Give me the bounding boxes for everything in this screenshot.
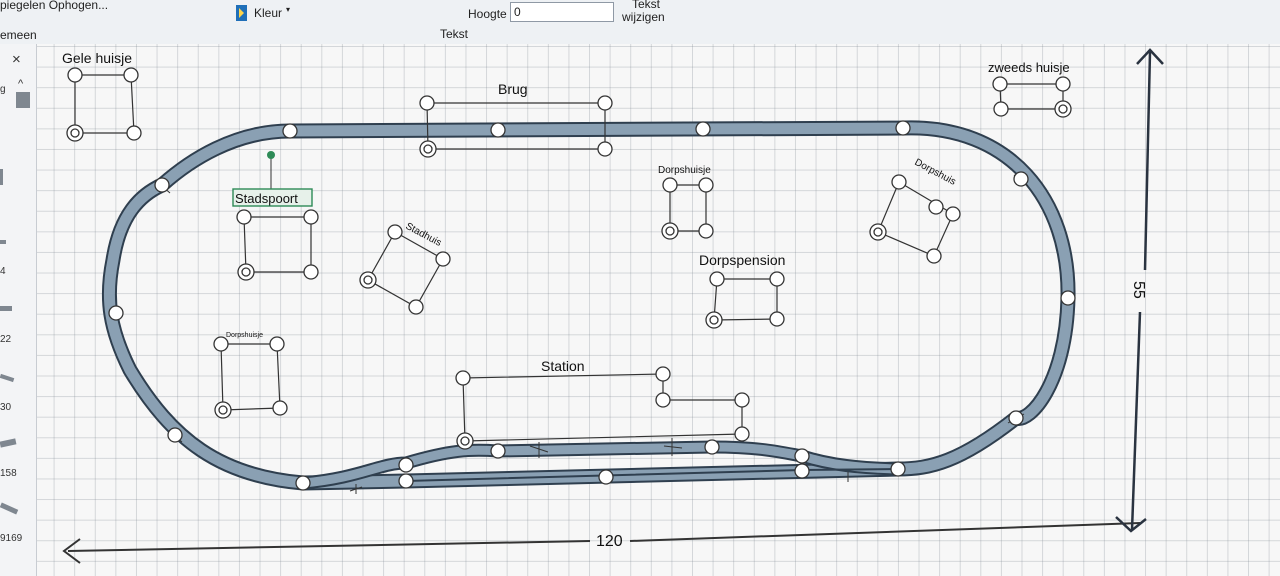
dorpshuisje-left-outline <box>220 343 281 411</box>
label-dorpshuis[interactable]: Dorpshuis <box>913 157 958 188</box>
dorpspension-outline <box>713 278 778 321</box>
track-rail <box>103 122 1074 489</box>
shape-thumbnail[interactable] <box>0 240 6 244</box>
ribbon-section-label: emeen <box>0 28 37 42</box>
color-fill-icon <box>236 5 247 21</box>
dorpshuisje-top-outline <box>669 184 707 232</box>
close-icon[interactable]: × <box>12 51 21 68</box>
shape-thumbnail[interactable] <box>0 306 12 311</box>
panel-label: 158 <box>0 468 17 479</box>
label-station[interactable]: Station <box>541 358 585 374</box>
shapes-side-panel: × ^ g 4 22 30 158 9169 <box>0 44 37 576</box>
panel-label: 30 <box>0 402 12 413</box>
dimension-width[interactable]: 120 <box>62 522 1141 564</box>
scrollbar-thumb[interactable] <box>16 92 30 108</box>
track-outer-loop[interactable] <box>101 120 1076 491</box>
label-stadspoort[interactable]: Stadspoort <box>235 191 298 206</box>
label-zweeds-huisje[interactable]: zweeds huisje <box>988 60 1070 75</box>
color-button[interactable]: Kleur <box>254 6 283 20</box>
dorpshuis-outline <box>877 181 954 257</box>
zweeds-huisje-outline <box>999 83 1064 110</box>
edit-text-button-line2[interactable]: wijzigen <box>622 10 665 24</box>
label-dorpspension[interactable]: Dorpspension <box>699 252 785 268</box>
gele-huisje-outline <box>74 74 135 134</box>
label-stadhuis[interactable]: Stadhuis <box>404 221 444 249</box>
dimension-height-label[interactable]: 55 <box>1130 281 1147 299</box>
stadspoort-selection-box[interactable] <box>232 188 313 207</box>
label-dorpshuisje-left[interactable]: Dorpshuisje <box>226 332 263 339</box>
height-input[interactable] <box>510 2 614 22</box>
edit-text-button-line1[interactable]: Tekst <box>632 0 661 11</box>
stadspoort-outline <box>243 216 312 273</box>
ribbon-toolbar: piegelen Ophogen... Kleur ▾ Hoogte Tekst… <box>0 0 1280 45</box>
panel-label: 22 <box>0 334 12 345</box>
text-section-label: Tekst <box>440 27 469 41</box>
label-dorpshuisje-top[interactable]: Dorpshuisje <box>658 165 711 176</box>
dimension-height[interactable]: 55 <box>1115 48 1164 533</box>
track-points[interactable] <box>108 120 1076 491</box>
ribbon-group-text[interactable]: piegelen Ophogen... <box>0 0 109 12</box>
station-outline <box>462 373 743 442</box>
chevron-down-icon[interactable]: ▾ <box>286 5 291 14</box>
panel-label: 4 <box>0 266 6 277</box>
dimension-width-label[interactable]: 120 <box>596 533 623 550</box>
track-outline <box>101 120 1076 491</box>
building-labels: Gele huisje Brug zweeds huisje Stadspoor… <box>62 50 1070 374</box>
shape-thumbnail[interactable] <box>0 169 3 185</box>
scroll-up-icon[interactable]: ^ <box>18 78 24 90</box>
panel-label: g <box>0 84 6 95</box>
rotation-handle[interactable] <box>267 151 275 159</box>
panel-label: 9169 <box>0 533 23 544</box>
label-brug[interactable]: Brug <box>498 81 528 97</box>
height-label: Hoogte <box>468 7 507 21</box>
label-gele-huisje[interactable]: Gele huisje <box>62 50 132 66</box>
